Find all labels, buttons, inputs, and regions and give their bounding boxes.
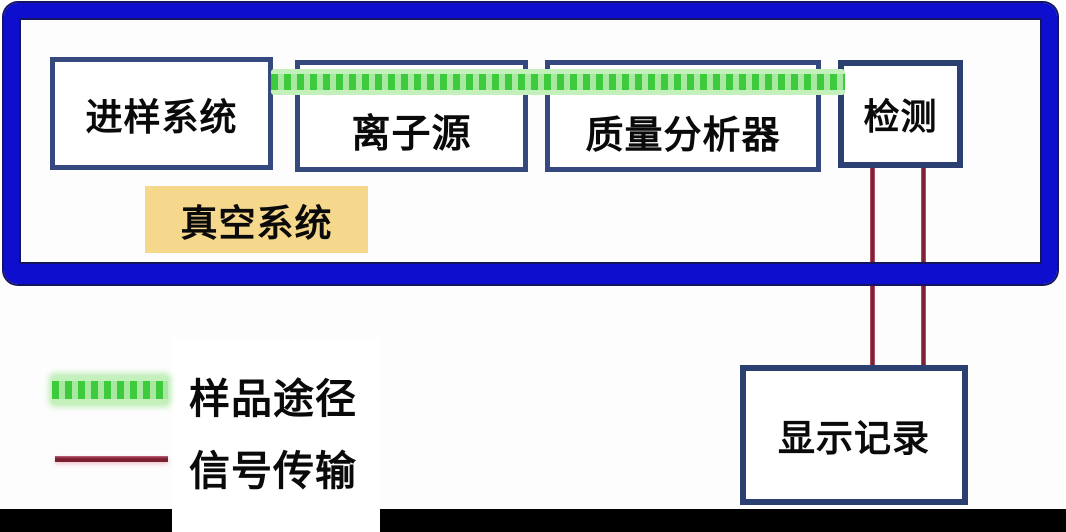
sample-inlet-label: 进样系统 — [85, 96, 238, 138]
detector-label: 检测 — [863, 96, 938, 137]
legend-sample-path-swatch-pattern — [52, 381, 168, 399]
vacuum-system-box: 真空系统 — [145, 186, 368, 253]
legend-panel — [172, 339, 380, 532]
display-record-box: 显示记录 — [740, 365, 968, 505]
sample-path-line — [271, 69, 845, 95]
legend-sample-path-label: 样品途径 — [189, 376, 357, 422]
legend-signal-swatch — [55, 456, 168, 462]
legend-sample-path-swatch — [52, 376, 168, 404]
legend-signal-label: 信号传输 — [189, 448, 357, 494]
detector-box: 检测 — [838, 60, 963, 168]
vacuum-system-label: 真空系统 — [180, 202, 333, 244]
sample-inlet-box: 进样系统 — [50, 57, 273, 170]
sample-path-line-pattern — [271, 74, 845, 90]
bottom-black-bar — [0, 509, 1066, 532]
ion-source-label: 离子源 — [351, 113, 472, 156]
mass-analyzer-label: 质量分析器 — [585, 114, 781, 157]
vacuum-chamber-frame — [4, 3, 1057, 284]
display-record-label: 显示记录 — [778, 418, 930, 459]
